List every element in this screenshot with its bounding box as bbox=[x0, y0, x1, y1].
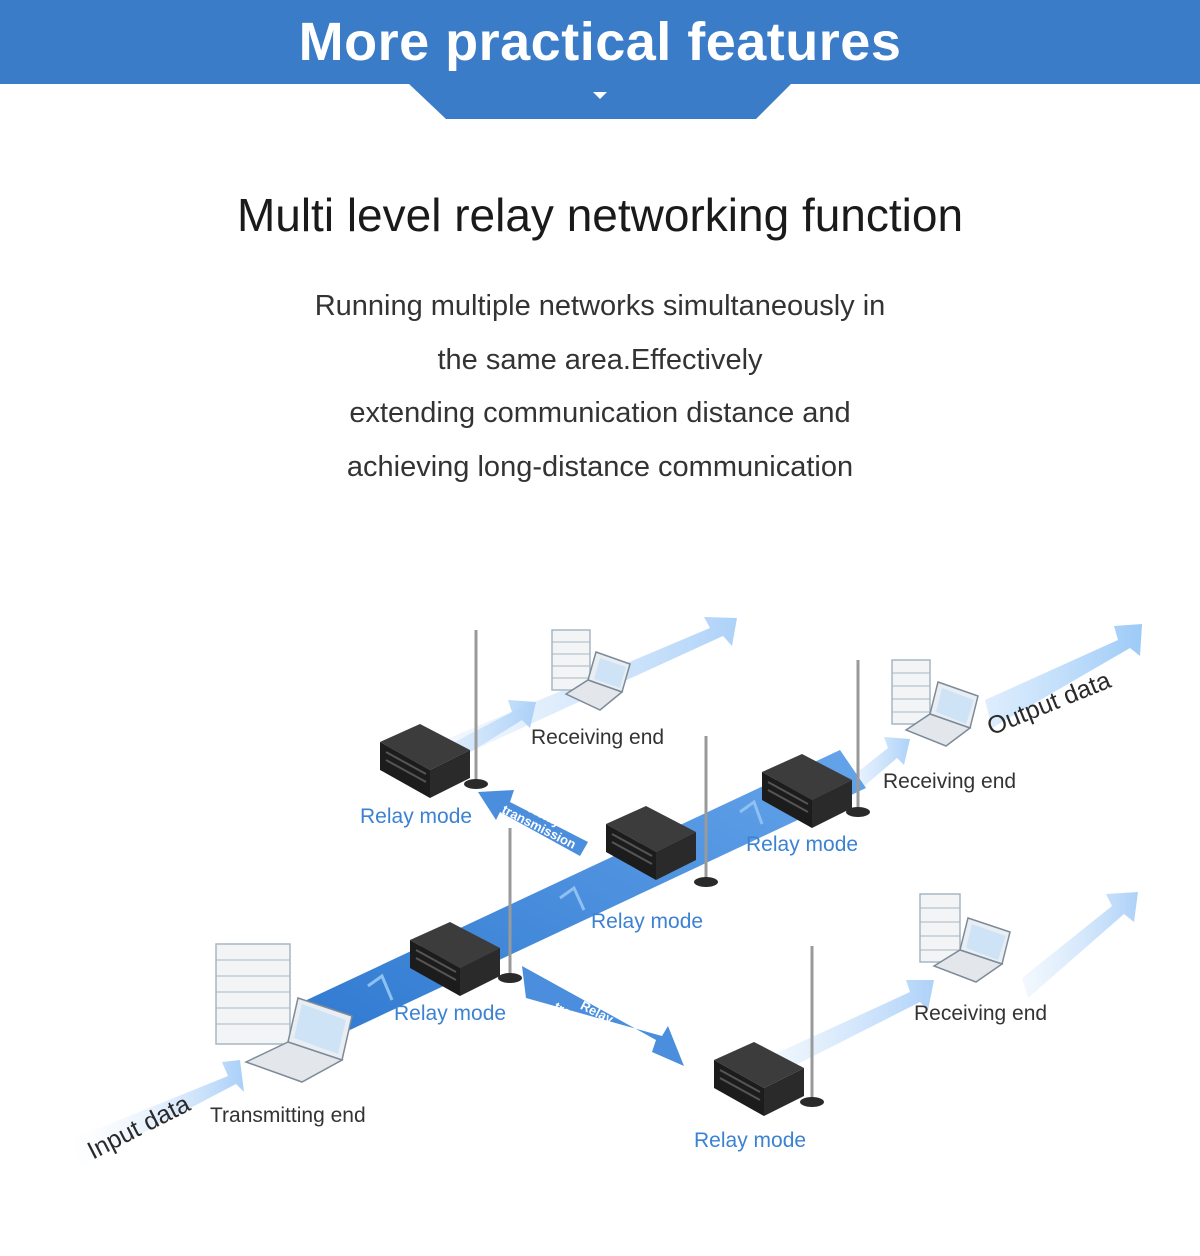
description-line: the same area.Effectively bbox=[437, 343, 763, 376]
relay-mode-label: Relay mode bbox=[694, 1129, 807, 1152]
relay-mode-label: Relay mode bbox=[746, 833, 859, 856]
right-output-arrow bbox=[985, 624, 1142, 728]
relay-mode-label: Relay mode bbox=[394, 1002, 507, 1025]
description-line: extending communication distance and bbox=[349, 397, 851, 429]
relay-device bbox=[714, 1042, 804, 1116]
relay-device bbox=[762, 754, 852, 828]
relay-transmission-arrow-bottom bbox=[522, 966, 684, 1066]
relay-mode-label: Relay mode bbox=[591, 910, 704, 933]
section-heading: Multi level relay networking function bbox=[236, 189, 964, 241]
page-title: More practical features bbox=[298, 12, 902, 72]
header-banner bbox=[0, 0, 1200, 84]
relay-device bbox=[380, 724, 470, 798]
bottom-feed-arrow bbox=[762, 980, 934, 1078]
relay-network-diagram: Input data Output data Transmitting end … bbox=[0, 540, 1200, 1256]
receiving-end-label: Receiving end bbox=[531, 726, 665, 749]
header-banner-tab bbox=[408, 83, 792, 119]
description-line: achieving long-distance communication bbox=[346, 450, 854, 483]
section-description: Running multiple networks simultaneously… bbox=[250, 280, 950, 494]
server-laptop-icon bbox=[551, 629, 631, 711]
receiving-end-label: Receiving end bbox=[914, 1002, 1048, 1025]
server-laptop-icon bbox=[891, 659, 979, 747]
relay-device bbox=[410, 922, 500, 996]
chevron-down-icon bbox=[593, 92, 607, 99]
bottom-output-arrow bbox=[1022, 892, 1138, 998]
transmitting-end-label: Transmitting end bbox=[210, 1104, 366, 1127]
input-arrow bbox=[70, 1060, 244, 1166]
server-laptop-icon bbox=[215, 943, 353, 1083]
diagram-graphics bbox=[70, 617, 1142, 1166]
relay-transmission-arrow-top bbox=[478, 790, 588, 856]
receiving-end-label: Receiving end bbox=[883, 770, 1017, 793]
relay-mode-label: Relay mode bbox=[360, 805, 473, 828]
description-line: Running multiple networks simultaneously… bbox=[314, 290, 886, 322]
server-laptop-icon bbox=[919, 893, 1011, 983]
relay-device bbox=[606, 806, 696, 880]
